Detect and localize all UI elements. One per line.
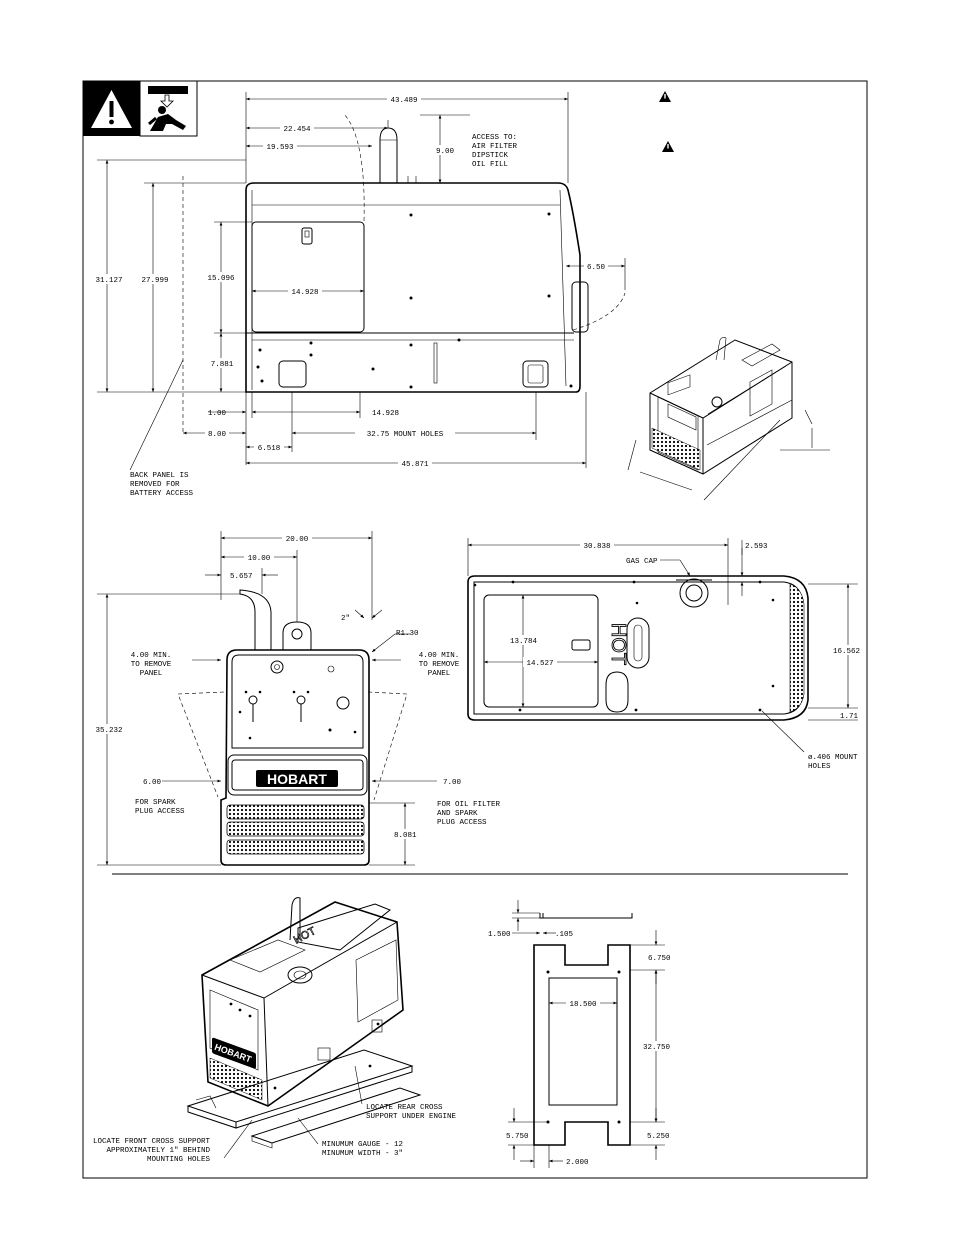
front-body-outline	[220, 649, 370, 866]
svg-text:HOLES: HOLES	[808, 763, 831, 771]
svg-text:TO REMOVE: TO REMOVE	[419, 661, 460, 669]
svg-text:ACCESS TO:: ACCESS TO:	[472, 134, 517, 142]
dim-overall-length: 43.489	[390, 97, 417, 105]
svg-text:BACK PANEL IS: BACK PANEL IS	[130, 472, 189, 480]
dim-left-offset-2: 8.00	[208, 431, 227, 439]
falling-equipment-icon	[139, 80, 198, 137]
dim-base-height: 7.881	[211, 361, 234, 369]
side-door	[251, 221, 365, 333]
svg-text:LOCATE FRONT CROSS SUPPORT: LOCATE FRONT CROSS SUPPORT	[93, 1138, 211, 1146]
dim-front-width: 20.00	[286, 536, 309, 544]
dim-radius: R1.30	[396, 630, 419, 638]
dim-base-length: 45.871	[401, 461, 429, 469]
svg-text:AIR FILTER: AIR FILTER	[472, 143, 518, 151]
svg-text:REMOVED FOR: REMOVED FOR	[130, 481, 180, 489]
dim-mount-offset: 6.518	[258, 445, 281, 453]
dim-frame-length: 32.750	[643, 1044, 671, 1052]
dim-left-clear: 6.00	[143, 779, 162, 787]
bottom-iso-view: HOBART HOT LOCATE FRONT CROSS SUPPORT AP…	[93, 897, 457, 1164]
front-view: HOBART 20.00 10.00 5.657 2" R1.30	[92, 531, 501, 866]
svg-text:FOR SPARK: FOR SPARK	[135, 799, 176, 807]
dim-right-clear: 7.00	[443, 779, 462, 787]
top-view: HOT 30.838 2.593 GAS CAP 13.784 14.527 1	[467, 538, 866, 771]
svg-text:4.00 MIN.: 4.00 MIN.	[131, 652, 172, 660]
dim-grille-height: 8.081	[394, 832, 417, 840]
top-hot-label: HOT	[607, 623, 629, 665]
side-view: 43.489 22.454 19.593 9.00 ACCESS TO: AIR…	[92, 92, 626, 498]
svg-text:4.00 MIN.: 4.00 MIN.	[419, 652, 460, 660]
svg-text:PANEL: PANEL	[428, 670, 451, 678]
svg-text:APPROXIMATELY 1" BEHIND: APPROXIMATELY 1" BEHIND	[106, 1147, 210, 1155]
mount-note: ø.406 MOUNT HOLES	[808, 754, 858, 771]
front-brand: HOBART	[267, 771, 327, 787]
dim-front-height: 35.232	[95, 727, 122, 735]
svg-text:AND SPARK: AND SPARK	[437, 810, 478, 818]
dim-thickness: .105	[555, 931, 574, 939]
dim-bottom-right: 5.250	[647, 1133, 670, 1141]
dim-to-exhaust-inner: 19.593	[266, 144, 294, 152]
battery-note: BACK PANEL IS REMOVED FOR BATTERY ACCESS	[130, 472, 194, 498]
svg-text:FOR OIL FILTER: FOR OIL FILTER	[437, 801, 501, 809]
svg-text:PLUG ACCESS: PLUG ACCESS	[135, 808, 185, 816]
svg-text:PANEL: PANEL	[140, 670, 163, 678]
side-body-outline	[245, 182, 581, 393]
dim-bottom-span: 14.928	[372, 410, 399, 418]
dim-front-half-width: 10.00	[248, 555, 271, 563]
front-support-note: LOCATE FRONT CROSS SUPPORT APPROXIMATELY…	[93, 1138, 211, 1164]
dim-height-body: 27.999	[141, 277, 168, 285]
right-panel-note: 4.00 MIN. TO REMOVE PANEL	[419, 652, 460, 678]
dim-top-depth: 16.562	[833, 648, 860, 656]
page-border	[82, 80, 868, 1179]
top-door	[483, 594, 599, 708]
dim-cap-offset: 2.593	[745, 543, 768, 551]
iso-view-small	[627, 337, 830, 501]
svg-text:PLUG ACCESS: PLUG ACCESS	[437, 819, 487, 827]
svg-text:MINUMUM GAUGE - 12: MINUMUM GAUGE - 12	[322, 1141, 403, 1149]
svg-text:SUPPORT UNDER ENGINE: SUPPORT UNDER ENGINE	[366, 1113, 457, 1121]
gauge-note: MINUMUM GAUGE - 12 MINUMUM WIDTH - 3"	[322, 1141, 403, 1158]
svg-text:DIPSTICK: DIPSTICK	[472, 152, 509, 160]
rear-support-note: LOCATE REAR CROSS SUPPORT UNDER ENGINE	[366, 1104, 457, 1121]
access-note: ACCESS TO: AIR FILTER DIPSTICK OIL FILL	[472, 134, 518, 169]
dim-exhaust-offset: 5.657	[230, 573, 253, 581]
dim-height-total: 31.127	[95, 277, 122, 285]
dim-top-end: 6.750	[648, 955, 671, 963]
dim-left-offset-1: 1.00	[208, 410, 227, 418]
dim-mount-holes: 32.75 MOUNT HOLES	[367, 431, 444, 439]
svg-text:LOCATE REAR CROSS: LOCATE REAR CROSS	[366, 1104, 443, 1112]
svg-text:OIL FILL: OIL FILL	[472, 161, 509, 169]
dim-top-edge: 1.71	[840, 713, 859, 721]
dim-top-door-width: 14.527	[526, 660, 553, 668]
svg-text:ø.406 MOUNT: ø.406 MOUNT	[808, 754, 858, 762]
svg-text:BATTERY ACCESS: BATTERY ACCESS	[130, 490, 194, 498]
svg-text:MINUMUM WIDTH - 3": MINUMUM WIDTH - 3"	[322, 1150, 403, 1158]
dim-door-height: 15.096	[207, 275, 235, 283]
gas-cap-label: GAS CAP	[626, 558, 658, 566]
dim-to-exhaust: 22.454	[283, 126, 311, 134]
small-warning-icon	[659, 91, 674, 152]
svg-text:MOUNTING HOLES: MOUNTING HOLES	[147, 1156, 211, 1164]
hazard-warning-icon	[83, 81, 140, 136]
dim-top-length: 30.838	[583, 543, 610, 551]
top-body-outline	[467, 575, 809, 721]
svg-text:TO REMOVE: TO REMOVE	[131, 661, 172, 669]
spark-note: FOR SPARK PLUG ACCESS	[135, 799, 185, 816]
dim-corner: 2"	[341, 615, 350, 623]
dim-right-clearance: 6.50	[587, 264, 606, 272]
frame-plan-view: 1.500 .105 6.750 18.500 32.750 5.750 5.2…	[488, 900, 674, 1168]
dim-channel: 2.000	[566, 1159, 589, 1167]
oil-note: FOR OIL FILTER AND SPARK PLUG ACCESS	[437, 801, 501, 827]
dim-flange: 1.500	[488, 931, 511, 939]
dim-top-door-height: 13.784	[510, 638, 538, 646]
dim-door-width: 14.928	[291, 289, 318, 297]
dim-exhaust-height: 9.00	[436, 148, 455, 156]
dim-bottom-left: 5.750	[506, 1133, 529, 1141]
left-panel-note: 4.00 MIN. TO REMOVE PANEL	[131, 652, 172, 678]
dim-inner-width: 18.500	[569, 1001, 597, 1009]
